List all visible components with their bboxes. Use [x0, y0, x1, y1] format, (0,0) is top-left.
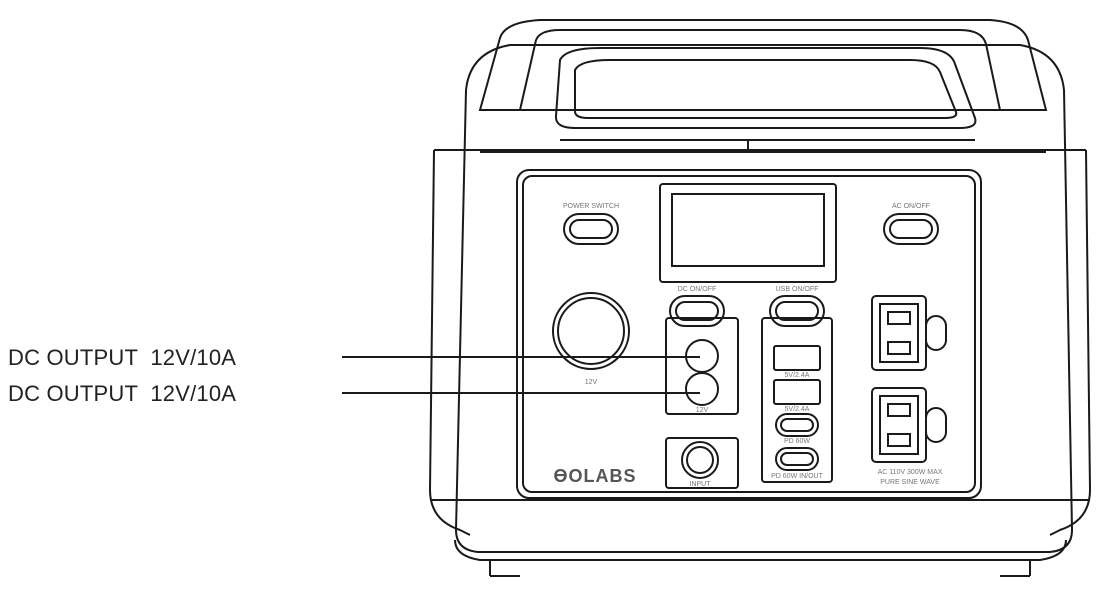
- input-label: INPUT: [690, 481, 712, 488]
- car-port-label: 12V: [585, 379, 598, 386]
- callout-label-2: DC OUTPUT 12V/10A: [8, 381, 237, 406]
- brand-logo: ƟOLABS: [553, 466, 636, 486]
- usb-c-port-2: [775, 447, 819, 471]
- usb-a-1-label: 5V/2.4A: [785, 372, 810, 379]
- dc-on-off-button[interactable]: [669, 295, 725, 327]
- dc-ports-label: 12V: [696, 407, 709, 414]
- ac-wave-label: PURE SINE WAVE: [880, 479, 940, 486]
- front-panel: [516, 169, 982, 499]
- input-port-group: [665, 437, 739, 489]
- callout-label-1: DC OUTPUT 12V/10A: [8, 345, 237, 370]
- usb-c-2-label: PD 60W IN/OUT: [771, 473, 823, 480]
- power-switch-button[interactable]: [563, 213, 619, 245]
- ac-on-off-label: AC ON/OFF: [892, 203, 930, 210]
- power-switch-label: POWER SWITCH: [563, 203, 619, 210]
- ac-rating-label: AC 110V 300W MAX: [878, 469, 943, 476]
- dc-port-2: [685, 372, 719, 406]
- device-body: [428, 44, 1092, 577]
- dc-on-off-label: DC ON/OFF: [678, 286, 717, 293]
- usb-c-port-1: [775, 413, 819, 437]
- carry-handle: [478, 19, 1048, 153]
- usb-ports-group: [761, 317, 833, 483]
- usb-on-off-button[interactable]: [769, 295, 825, 327]
- ac-top-button[interactable]: [883, 213, 939, 245]
- usb-c-1-label: PD 60W: [784, 438, 810, 445]
- dc-ports-group: [665, 317, 739, 415]
- lcd-display: [659, 183, 837, 283]
- ac-outlet-1: [871, 295, 947, 371]
- car-port-socket: [552, 292, 630, 370]
- usb-a-port-1: [773, 345, 821, 371]
- ac-outlet-2: [871, 387, 947, 463]
- usb-on-off-label: USB ON/OFF: [776, 286, 819, 293]
- usb-a-2-label: 5V/2.4A: [785, 406, 810, 413]
- usb-a-port-2: [773, 379, 821, 405]
